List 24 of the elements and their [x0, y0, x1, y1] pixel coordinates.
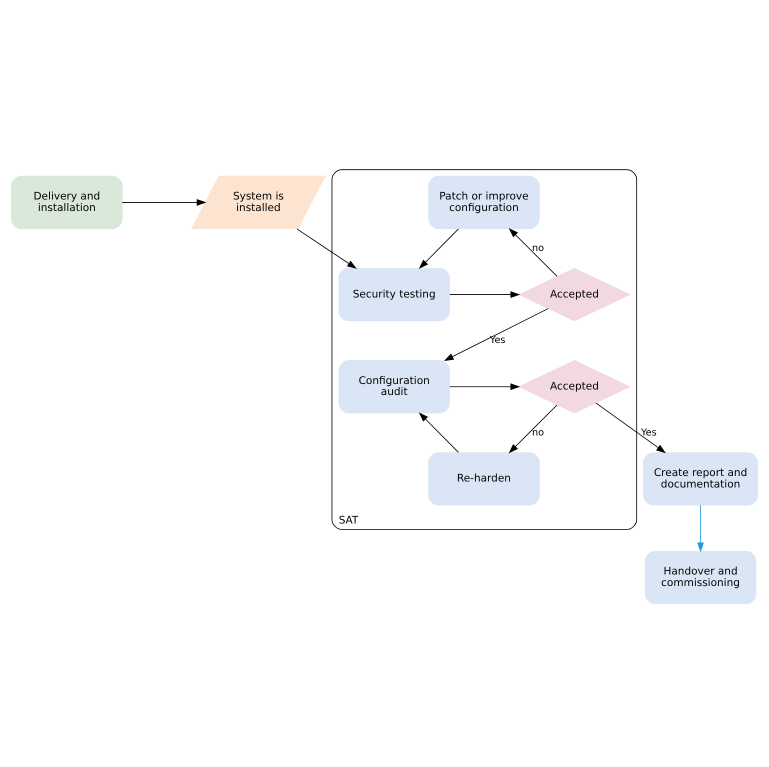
arrow [449, 291, 520, 298]
node-diamond: Accepted [518, 268, 631, 322]
arrow [122, 199, 206, 206]
edge-label: no [532, 427, 544, 438]
node-box: Handover and commissioning [644, 550, 756, 604]
arrow [449, 383, 520, 390]
edge-label: no [532, 243, 544, 254]
node-box: Re-harden [428, 452, 540, 506]
arrow [508, 404, 558, 454]
node-diamond: Accepted [518, 360, 631, 414]
arrow [418, 228, 459, 269]
node-box: Configuration audit [338, 360, 450, 414]
arrow [444, 308, 549, 361]
node-box: Create report and documentation [643, 452, 758, 506]
arrow [595, 402, 666, 454]
node-box: Patch or improve configuration [428, 176, 540, 230]
arrow [418, 412, 459, 453]
arrow [697, 504, 704, 552]
node-box: Delivery and installation [11, 176, 123, 230]
edge-label: Yes [641, 427, 657, 438]
node-box: Security testing [338, 268, 450, 322]
edge-label: Yes [490, 335, 506, 346]
arrow [508, 228, 558, 277]
arrow [296, 228, 357, 269]
